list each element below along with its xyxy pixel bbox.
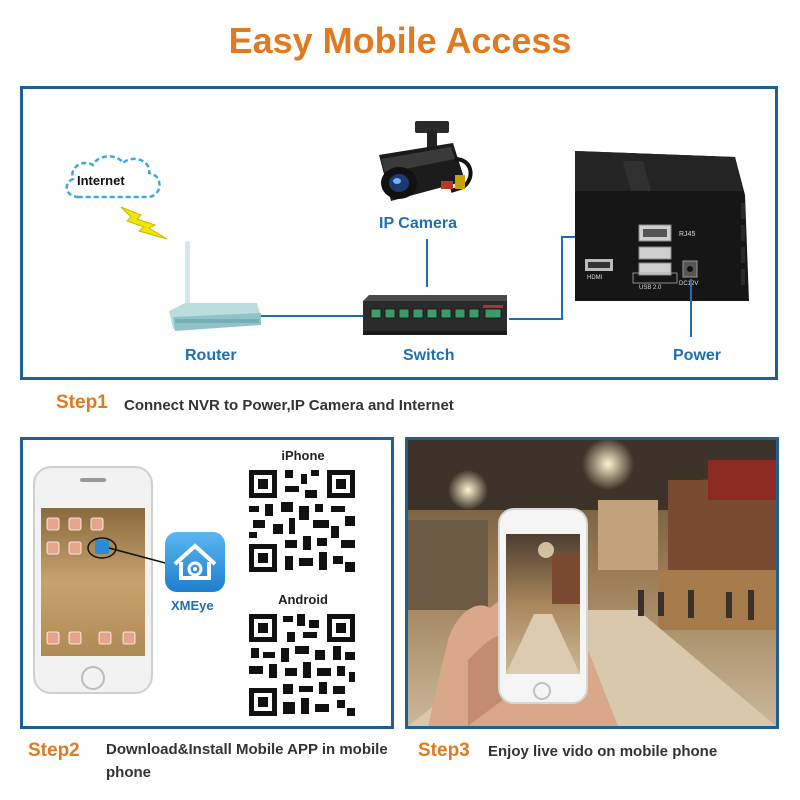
hdmi-port-label: HDMI	[587, 275, 603, 281]
internet-label: Internet	[77, 173, 125, 188]
camera-switch-cable	[426, 239, 428, 287]
iphone-qr-title: iPhone	[281, 448, 325, 463]
internet-cloud-icon	[65, 155, 161, 199]
switch-nvr-cable-h1	[509, 318, 563, 320]
phone-screen	[41, 508, 145, 656]
xmeye-app-name: XMEye	[171, 598, 214, 613]
switch-nvr-cable-v	[561, 236, 563, 320]
step1-label: Step1	[56, 392, 108, 413]
router-icon	[169, 241, 261, 331]
router-label: Router	[185, 347, 237, 364]
step3-text: Enjoy live vido on mobile phone	[488, 743, 718, 760]
power-cable	[690, 279, 692, 337]
live-view-panel	[405, 437, 779, 729]
home-button	[81, 666, 105, 690]
power-label: Power	[673, 347, 722, 364]
switch-label: Switch	[403, 347, 455, 364]
phone-mockup	[33, 466, 153, 694]
usb-port-label: USB 2.0	[639, 285, 662, 291]
page-title: Easy Mobile Access	[228, 20, 572, 61]
house-eye-icon	[173, 543, 217, 580]
step3-label: Step3	[418, 740, 470, 761]
router-switch-cable	[261, 315, 364, 317]
home-button	[533, 682, 551, 700]
step2-label: Step2	[28, 740, 80, 761]
network-diagram-panel: Internet Router IP Camera	[20, 86, 778, 380]
switch-icon	[363, 295, 507, 335]
viewing-phone	[498, 508, 588, 704]
nvr-device: RJ45 HDMI USB 2.0 DC12V	[573, 151, 753, 309]
android-qr-title: Android	[278, 592, 328, 607]
xmeye-app-icon	[165, 532, 225, 592]
app-grid-icon	[46, 517, 136, 645]
step1-text: Connect NVR to Power,IP Camera and Inter…	[124, 397, 454, 414]
live-video-screen	[506, 534, 580, 674]
step2-text: Download&Install Mobile APP in mobile ph…	[106, 741, 388, 781]
android-qr-code-icon[interactable]	[245, 610, 359, 720]
nvr-body-icon	[575, 151, 749, 301]
speaker-icon	[80, 478, 106, 482]
ip-camera-label: IP Camera	[379, 215, 457, 232]
dc-port-label: DC12V	[679, 281, 699, 287]
rj45-port-label: RJ45	[679, 231, 696, 238]
ip-camera-icon	[379, 121, 473, 201]
lightning-icon	[120, 206, 168, 240]
iphone-qr-code-icon[interactable]	[245, 466, 359, 576]
app-download-panel: XMEye iPhone Android	[20, 437, 394, 729]
live-video-thumbnail	[506, 542, 580, 674]
callout-line	[108, 547, 170, 565]
